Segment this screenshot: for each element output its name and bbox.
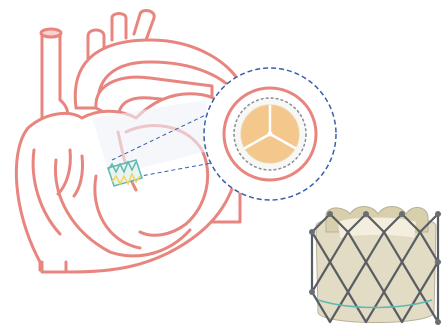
vena-cava-opening: [41, 29, 61, 37]
subclavian-artery: [134, 11, 154, 40]
inset-valve-center: [268, 132, 273, 137]
magnified-valve-view: [204, 68, 336, 200]
carotid-artery: [112, 14, 126, 41]
inferior-vena-cava: [42, 262, 66, 272]
valve-product-render: [309, 207, 441, 326]
